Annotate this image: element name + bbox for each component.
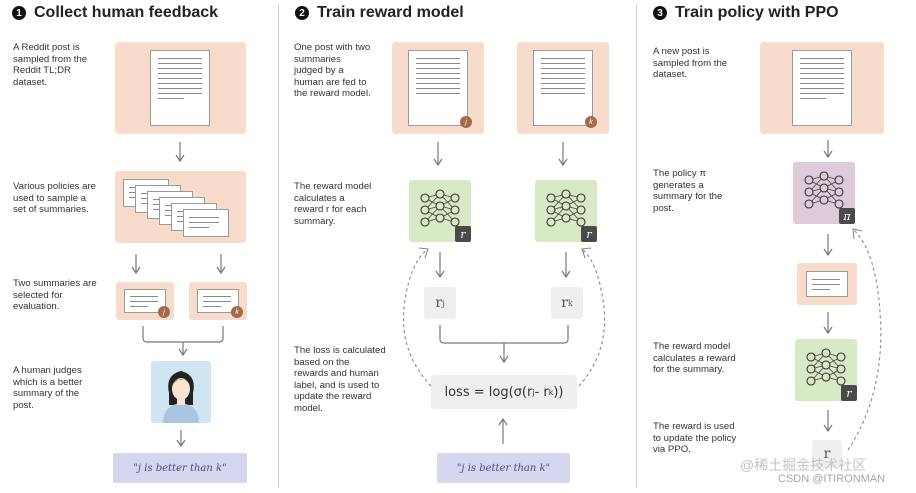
document-icon [792, 50, 852, 126]
new-post-panel [760, 42, 884, 134]
watermark-line-2: CSDN @ITIRONMAN [778, 473, 886, 485]
human-judge-avatar [151, 361, 211, 423]
summary-doc-icon [806, 271, 848, 297]
loss-formula-mid: - r [534, 384, 549, 400]
watermark-line-1: @稀土掘金技术社区 [740, 457, 867, 473]
loss-subscript-k: k [548, 387, 554, 397]
feedback-dashed-arrows [402, 247, 606, 387]
down-arrow-icon [823, 234, 833, 257]
neural-network-icon [804, 171, 844, 209]
c2-step-2-text: The reward model calculates a reward r f… [294, 181, 372, 227]
step-number-badge: 3 [653, 6, 667, 20]
reward-tag-badge: r [581, 226, 597, 242]
c3-step-1-text: A new post is sampled from the dataset. [653, 46, 728, 81]
column-3-title-text: Train policy with PPO [675, 4, 839, 21]
label-j-badge: j [460, 116, 472, 128]
sampled-summaries-panel [115, 171, 246, 243]
column-1-title-text: Collect human feedback [34, 4, 219, 21]
policy-tag-badge: π [839, 208, 855, 224]
c1-step-3-text: Two summaries are selected for evaluatio… [13, 278, 97, 313]
column-2-title: 2 Train reward model [295, 4, 464, 22]
reward-model-k: r [535, 180, 597, 242]
label-j-badge: j [158, 306, 170, 318]
loss-formula-start: loss = log(σ(r [444, 384, 533, 400]
document-icon [408, 50, 468, 126]
loss-formula-end: )) [553, 384, 564, 400]
post-summary-j-panel: j [392, 42, 484, 134]
person-icon [163, 371, 199, 423]
column-3-title: 3 Train policy with PPO [653, 4, 839, 22]
judgment-box: "j is better than k" [437, 453, 570, 483]
merge-arrow-icon [142, 326, 224, 357]
post-summary-k-panel: k [517, 42, 609, 134]
judgment-box: "j is better than k" [113, 453, 247, 483]
reward-rj-symbol: r [435, 295, 443, 311]
down-arrow-icon [175, 142, 185, 163]
column-2-title-text: Train reward model [317, 4, 464, 21]
reward-rj-subscript: j [442, 298, 445, 308]
c1-step-4-text: A human judges which is a better summary… [13, 365, 83, 411]
reddit-post-panel [115, 42, 246, 134]
c3-step-2-text: The policy π generates a summary for the… [653, 168, 723, 214]
document-icon [533, 50, 593, 126]
summary-k-panel: k [189, 282, 247, 320]
down-arrow-icon [216, 254, 226, 275]
column-divider [636, 4, 637, 488]
down-arrow-icon [823, 410, 833, 433]
down-arrow-icon [131, 254, 141, 275]
c1-step-1-text: A Reddit post is sampled from the Reddit… [13, 42, 88, 88]
step-number-badge: 1 [12, 6, 26, 20]
summary-j-panel: j [116, 282, 174, 320]
down-arrow-icon [823, 140, 833, 159]
down-arrow-icon [433, 142, 443, 167]
reward-value-box: r [812, 440, 842, 468]
c3-step-3-text: The reward model calculates a reward for… [653, 341, 736, 376]
up-arrow-icon [498, 417, 508, 444]
reward-model-ppo: r [795, 339, 857, 401]
step-number-badge: 2 [295, 6, 309, 20]
summary-doc-icon [183, 209, 229, 237]
neural-network-icon [420, 189, 460, 227]
down-arrow-icon [823, 312, 833, 335]
c3-step-4-text: The reward is used to update the policy … [653, 421, 737, 456]
reward-tag-badge: r [455, 226, 471, 242]
c1-step-2-text: Various policies are used to sample a se… [13, 181, 97, 216]
loss-subscript-j: j [532, 387, 535, 397]
neural-network-icon [546, 189, 586, 227]
down-arrow-icon [435, 252, 445, 279]
c2-step-3-text: The loss is calculated based on the rewa… [294, 345, 386, 414]
label-k-badge: k [585, 116, 597, 128]
label-k-badge: k [231, 306, 243, 318]
merge-arrow-icon [439, 325, 569, 364]
generated-summary-panel [797, 263, 857, 305]
reward-tag-badge: r [841, 385, 857, 401]
reward-model-j: r [409, 180, 471, 242]
column-1-title: 1 Collect human feedback [12, 4, 218, 22]
reward-rk-subscript: k [567, 298, 573, 308]
down-arrow-icon [561, 252, 571, 279]
document-icon [150, 50, 210, 126]
reward-rk-symbol: r [561, 295, 568, 311]
c2-step-1-text: One post with two summaries judged by a … [294, 42, 371, 100]
neural-network-icon [806, 348, 846, 386]
feedback-dashed-arrow [847, 228, 882, 451]
policy-model: π [793, 162, 855, 224]
down-arrow-icon [558, 142, 568, 167]
column-divider [278, 4, 279, 488]
down-arrow-icon [176, 430, 186, 448]
